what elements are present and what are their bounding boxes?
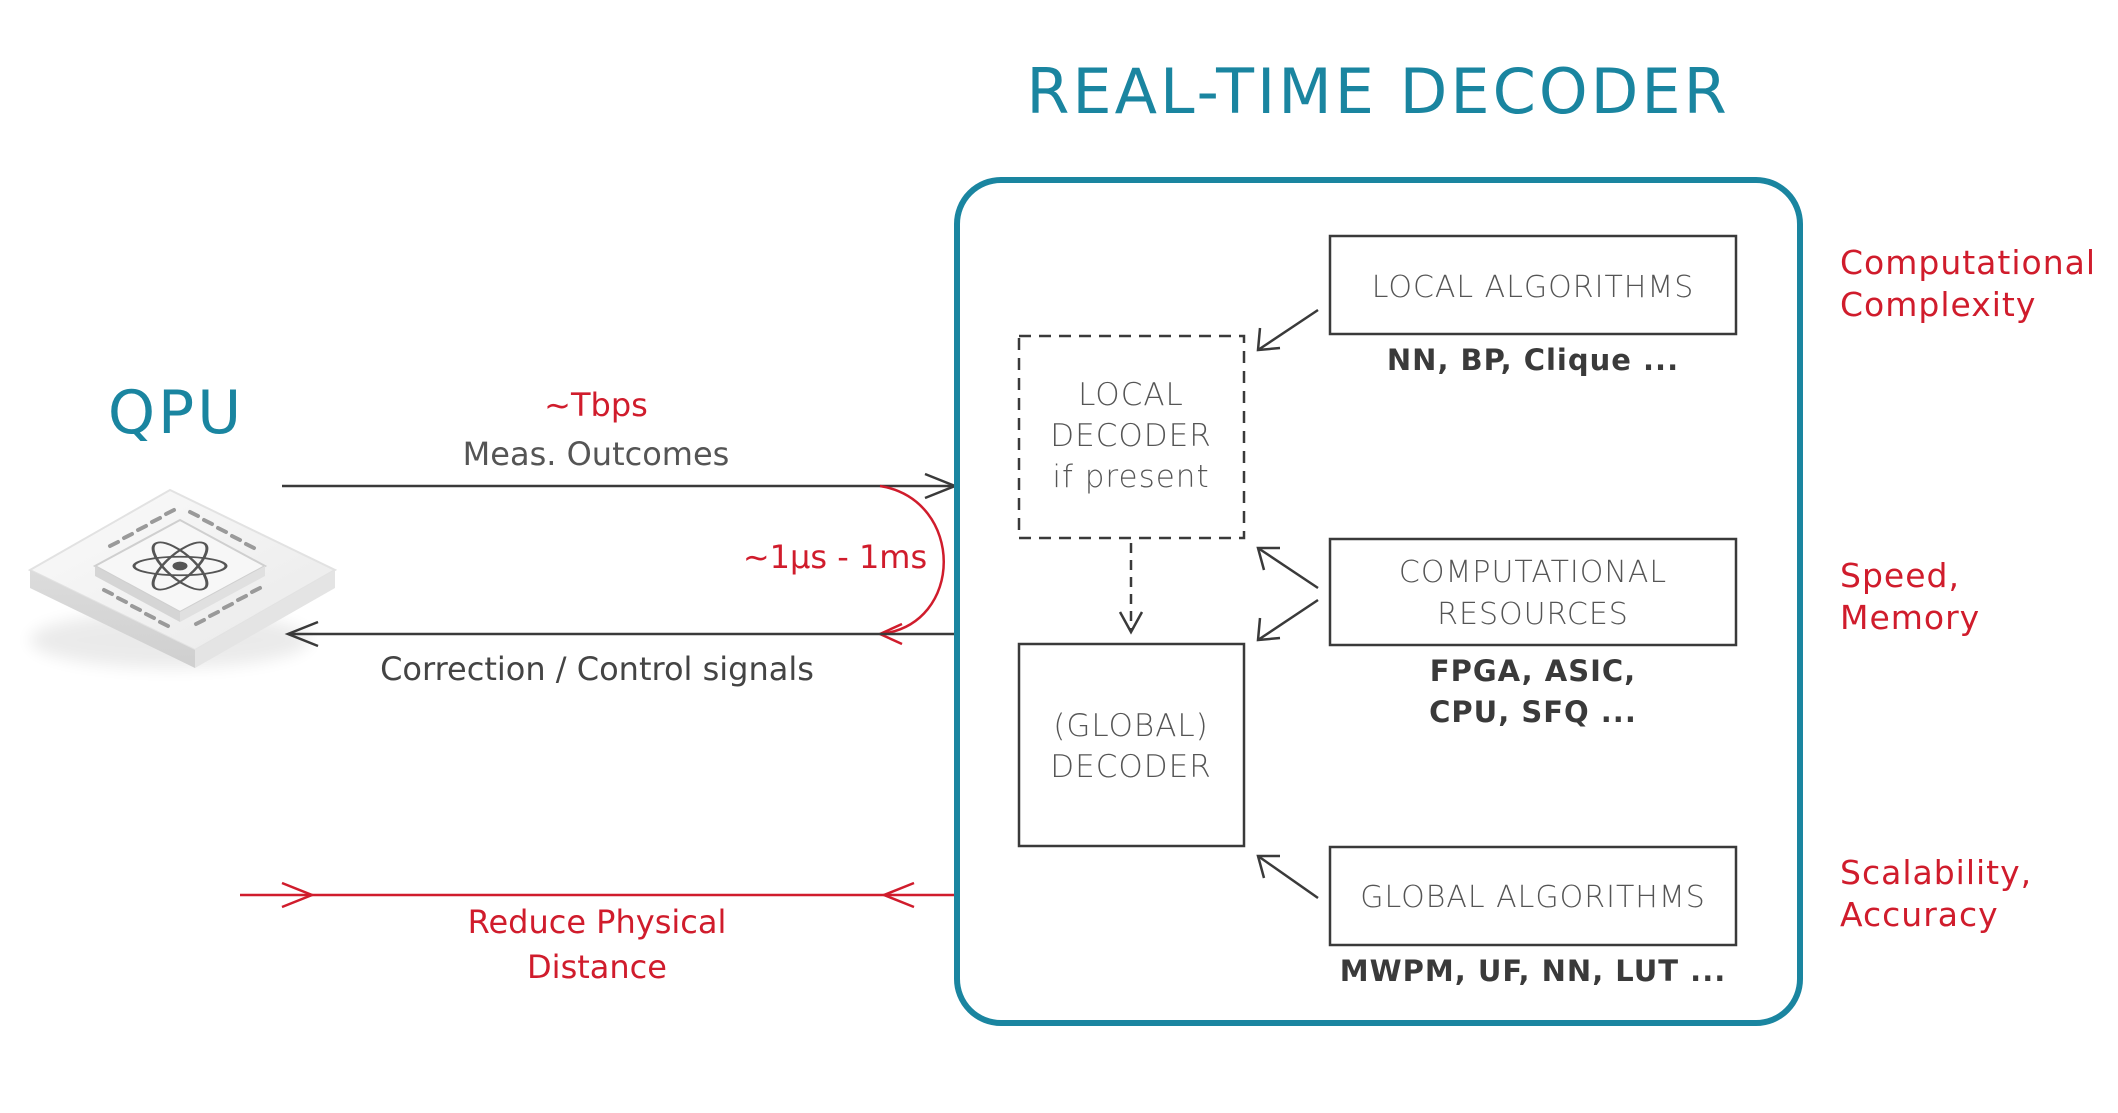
local-to-global-arrowhead [1118, 611, 1144, 635]
latency-loop [879, 484, 945, 636]
reduce-distance-label-1: Reduce Physical [468, 903, 727, 941]
computational-resources-title-2: RESOURCES [1437, 597, 1629, 632]
qpu-chip-atom-icon [27, 488, 338, 668]
global-algorithms-arrow [1257, 854, 1319, 900]
requirement-3-line-2: Accuracy [1840, 895, 1999, 934]
correction-arrowhead [284, 620, 319, 648]
rate-label: ~Tbps [544, 386, 648, 424]
requirement-2-line-2: Memory [1840, 598, 1980, 637]
requirement-2-line-1: Speed, [1840, 556, 1960, 595]
local-decoder-line-1: LOCAL [1078, 377, 1184, 413]
resources-to-local-arrow [1257, 546, 1319, 590]
distance-arrowhead-left [281, 881, 316, 909]
distance-arrowhead-right [880, 881, 915, 909]
global-decoder-line-1: (GLOBAL) [1053, 708, 1209, 744]
diagram-title: REAL-TIME DECODER [1026, 55, 1729, 128]
resources-to-local-arrowhead [1256, 546, 1280, 571]
local-decoder-line-3: if present [1052, 459, 1209, 495]
local-algorithms-arrow [1257, 308, 1319, 352]
resources-to-global-arrowhead [1256, 617, 1281, 642]
correction-label: Correction / Control signals [380, 650, 814, 688]
global-algorithms-title: GLOBAL ALGORITHMS [1360, 880, 1706, 915]
local-decoder-line-2: DECODER [1050, 418, 1212, 454]
computational-resources-title-1: COMPUTATIONAL [1399, 555, 1667, 590]
global-decoder-box [1017, 642, 1246, 848]
requirement-1-line-2: Complexity [1840, 285, 2036, 324]
computational-resources-box [1328, 537, 1738, 647]
latency-label: ~1μs - 1ms [743, 538, 927, 576]
requirement-3-line-1: Scalability, [1840, 853, 2032, 892]
input-arrows [1256, 308, 1319, 900]
local-decoder-box [1017, 334, 1246, 540]
qpu-label: QPU [108, 378, 244, 448]
resources-to-global-arrow [1257, 598, 1319, 642]
global-decoder-line-2: DECODER [1050, 749, 1212, 785]
requirement-1-line-1: Computational [1840, 243, 2096, 282]
reduce-distance-label-2: Distance [527, 948, 667, 986]
computational-resources-examples-1: FPGA, ASIC, [1430, 654, 1636, 688]
local-algorithms-arrowhead [1256, 327, 1281, 352]
decoder-container [954, 177, 1803, 1026]
meas-outcomes-label: Meas. Outcomes [463, 435, 730, 473]
local-algorithms-examples: NN, BP, Clique ... [1387, 343, 1679, 377]
global-algorithms-box [1328, 845, 1738, 947]
computational-resources-examples-2: CPU, SFQ ... [1429, 695, 1637, 729]
local-algorithms-title: LOCAL ALGORITHMS [1372, 270, 1695, 305]
global-algorithms-examples: MWPM, UF, NN, LUT ... [1340, 954, 1726, 988]
local-algorithms-box [1328, 234, 1738, 336]
global-algorithms-arrowhead [1256, 854, 1280, 879]
